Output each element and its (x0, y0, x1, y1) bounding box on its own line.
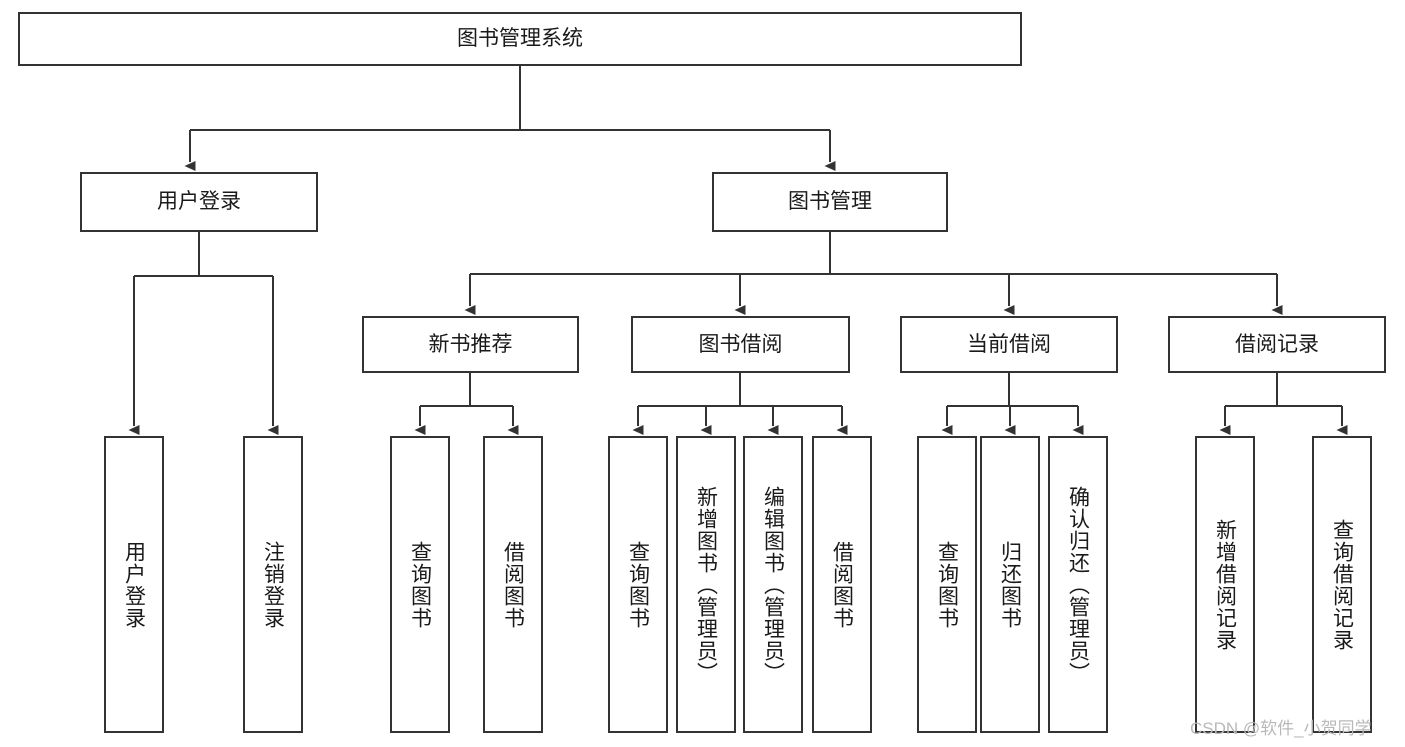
node-label: 查询借阅记录 (1330, 518, 1354, 651)
leaf-borrow-query-books[interactable]: 查询图书 (608, 436, 668, 733)
leaf-current-confirm-return-admin[interactable]: 确认归还（管理员） (1048, 436, 1108, 733)
leaf-borrow-add-book-admin[interactable]: 新增图书（管理员） (676, 436, 736, 733)
node-label: 当前借阅 (967, 332, 1051, 356)
node-label: 归还图书 (998, 540, 1022, 629)
leaf-user-login[interactable]: 用户登录 (104, 436, 164, 733)
leaf-record-add-record[interactable]: 新增借阅记录 (1195, 436, 1255, 733)
node-label: 图书管理系统 (457, 27, 583, 51)
node-label: 新书推荐 (428, 332, 513, 356)
node-label: 用户登录 (122, 540, 146, 629)
node-label: 注销登录 (261, 540, 285, 629)
node-label: 借阅图书 (501, 540, 525, 629)
leaf-borrow-edit-book-admin[interactable]: 编辑图书（管理员） (743, 436, 803, 733)
node-label: 用户登录 (157, 190, 241, 214)
node-label: 图书管理 (788, 190, 872, 214)
leaf-current-return-books[interactable]: 归还图书 (980, 436, 1040, 733)
node-label: 新增图书（管理员） (694, 485, 718, 684)
node-label: 新增借阅记录 (1213, 518, 1237, 651)
node-label: 借阅记录 (1235, 332, 1319, 356)
node-book-management[interactable]: 图书管理 (712, 172, 948, 232)
leaf-current-query-books[interactable]: 查询图书 (917, 436, 977, 733)
node-book-borrow[interactable]: 图书借阅 (631, 316, 850, 373)
node-label: 编辑图书（管理员） (761, 485, 785, 684)
leaf-borrow-borrow-books[interactable]: 借阅图书 (812, 436, 872, 733)
node-label: 查询图书 (408, 540, 432, 629)
node-borrow-record[interactable]: 借阅记录 (1168, 316, 1386, 373)
leaf-newbook-borrow-books[interactable]: 借阅图书 (483, 436, 543, 733)
leaf-logout[interactable]: 注销登录 (243, 436, 303, 733)
node-label: 确认归还（管理员） (1066, 485, 1090, 684)
node-label: 查询图书 (626, 540, 650, 629)
node-user-login[interactable]: 用户登录 (80, 172, 318, 232)
node-current-borrow[interactable]: 当前借阅 (900, 316, 1118, 373)
leaf-newbook-query-books[interactable]: 查询图书 (390, 436, 450, 733)
watermark-text: CSDN @软件_小贺同学 (1190, 719, 1372, 738)
node-label: 查询图书 (935, 540, 959, 629)
leaf-record-query-record[interactable]: 查询借阅记录 (1312, 436, 1372, 733)
node-label: 借阅图书 (830, 540, 854, 629)
node-root-book-management-system[interactable]: 图书管理系统 (18, 12, 1022, 66)
node-new-book-recommend[interactable]: 新书推荐 (362, 316, 579, 373)
node-label: 图书借阅 (698, 332, 783, 356)
